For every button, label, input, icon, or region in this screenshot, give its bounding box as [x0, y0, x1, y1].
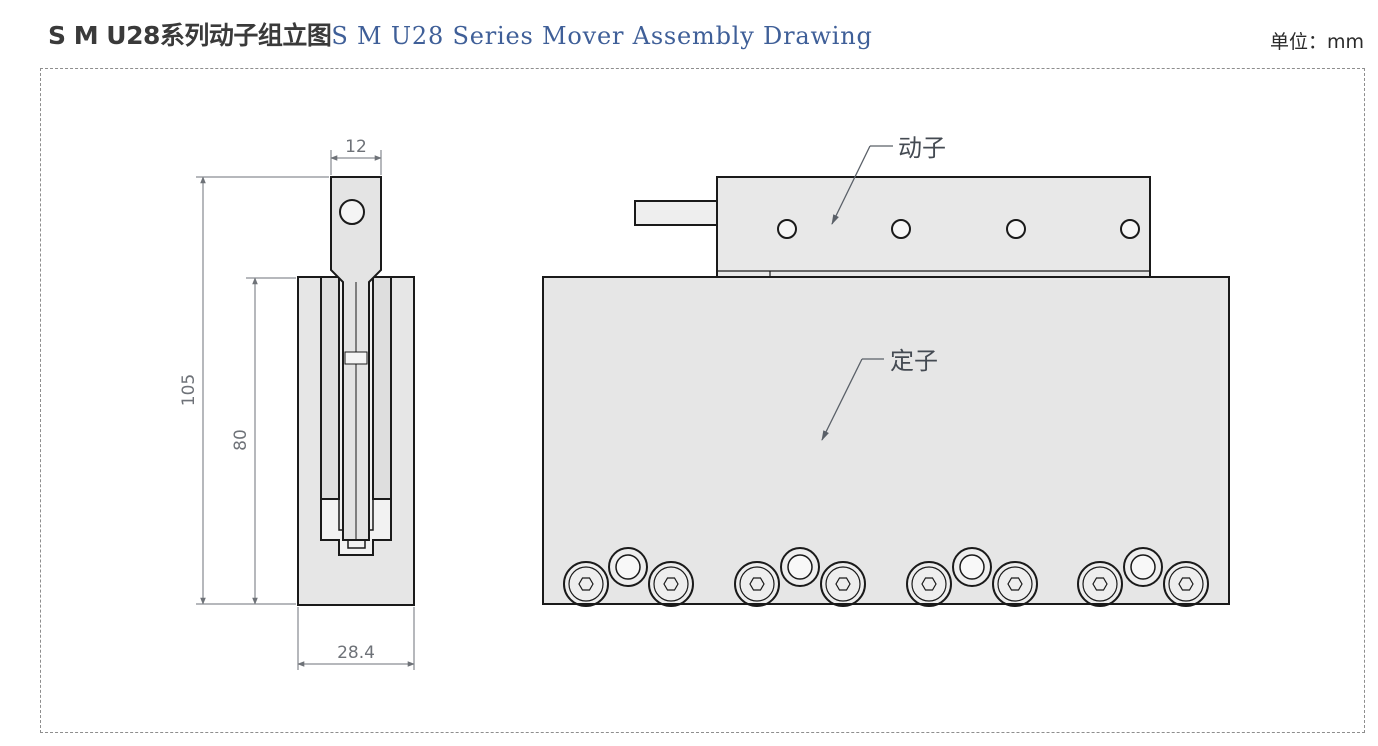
dim-base-width: 28.4 [337, 643, 375, 663]
callout-stator: 定子 [821, 347, 938, 441]
side-magnet-right [372, 276, 392, 500]
title-chinese: S M U28系列动子组立图 [48, 21, 332, 50]
drawing-title: S M U28系列动子组立图 S M U28 Series Mover Asse… [48, 16, 873, 56]
screw-group [734, 547, 866, 607]
mover-hole [1120, 219, 1140, 239]
drawing-frame [40, 68, 1365, 733]
side-view: 12 105 80 28.4 [179, 137, 415, 670]
dim-body-height: 80 [231, 429, 251, 451]
screw-group [1077, 547, 1209, 607]
screw-group [906, 547, 1038, 607]
screw-group [563, 547, 694, 607]
side-mount-hole [339, 199, 365, 225]
mover-hole [891, 219, 911, 239]
callout-stator-label: 定子 [890, 347, 938, 375]
mover-hole [1006, 219, 1026, 239]
dim-overall-height: 105 [179, 374, 199, 406]
front-stator-body [542, 276, 1230, 605]
front-cable-stub [634, 200, 718, 226]
callout-mover-label: 动子 [898, 134, 946, 162]
title-english: S M U28 Series Mover Assembly Drawing [331, 22, 873, 50]
mover-hole [777, 219, 797, 239]
side-magnet-left [320, 276, 340, 500]
dim-width-top: 12 [345, 137, 367, 157]
unit-label: 单位：mm [1269, 31, 1364, 53]
front-view: 动子 定子 [542, 134, 1230, 607]
callout-mover: 动子 [831, 134, 946, 225]
